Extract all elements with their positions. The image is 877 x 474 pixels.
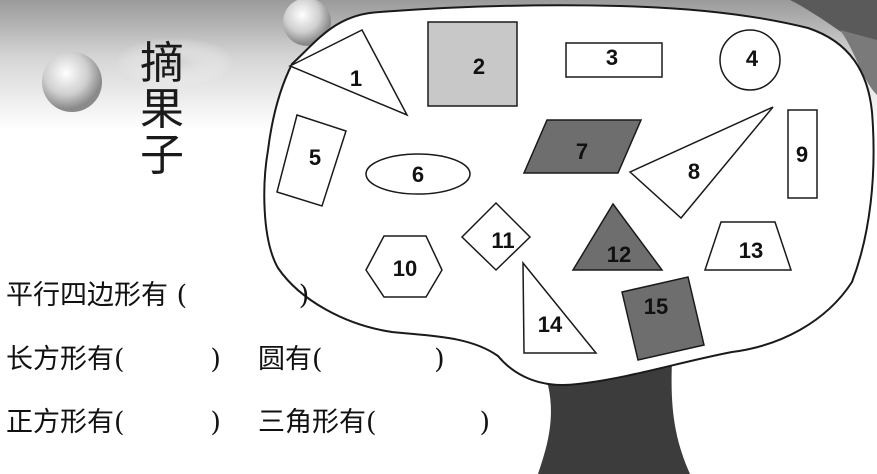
shape-14-number: 14 bbox=[538, 312, 563, 337]
shape-4-circle[interactable] bbox=[719, 29, 781, 91]
shape-9-rectangle[interactable] bbox=[787, 109, 818, 199]
shape-2-number: 2 bbox=[473, 54, 485, 79]
shape-14-triangle[interactable] bbox=[522, 260, 598, 354]
shape-8-triangle[interactable] bbox=[628, 106, 774, 220]
shape-3-rectangle[interactable] bbox=[565, 42, 663, 78]
tree-trunk bbox=[538, 362, 690, 474]
question-rectangle: 长方形有( ) bbox=[6, 344, 221, 375]
shape-10-number: 10 bbox=[393, 256, 417, 281]
question-parallelogram: 平行四边形有 ( ) bbox=[6, 280, 310, 311]
shape-11-number: 11 bbox=[491, 228, 514, 253]
shape-6-ellipse[interactable] bbox=[365, 153, 471, 195]
title-glow bbox=[115, 37, 235, 87]
shape-10-hexagon[interactable] bbox=[365, 235, 443, 298]
shape-11-diamond[interactable] bbox=[460, 201, 532, 272]
question-square: 正方形有( ) bbox=[6, 407, 221, 438]
shape-8-number: 8 bbox=[688, 159, 700, 184]
shape-1-triangle[interactable] bbox=[288, 29, 409, 117]
shape-12-triangle[interactable] bbox=[571, 202, 664, 271]
shape-4-number: 4 bbox=[746, 46, 759, 71]
title-char-3: 子 bbox=[140, 130, 184, 181]
shape-6-number: 6 bbox=[412, 162, 424, 187]
shape-9-number: 9 bbox=[796, 142, 808, 167]
shape-1-number: 1 bbox=[350, 66, 362, 91]
question-circle: 圆有( ) bbox=[258, 344, 445, 375]
shape-13-trapezoid[interactable] bbox=[703, 221, 793, 271]
shape-3-number: 3 bbox=[606, 45, 618, 70]
shape-2-square[interactable] bbox=[427, 21, 518, 107]
title-char-1: 摘 bbox=[140, 38, 184, 89]
title-char-2: 果 bbox=[140, 84, 184, 135]
question-triangle: 三角形有( ) bbox=[258, 407, 491, 438]
shape-13-number: 13 bbox=[739, 238, 763, 263]
shape-15-square[interactable] bbox=[621, 276, 705, 361]
bubble-decoration bbox=[42, 52, 102, 112]
shape-5-rectangle[interactable] bbox=[276, 114, 347, 207]
shape-15-number: 15 bbox=[644, 294, 668, 319]
shape-12-number: 12 bbox=[607, 242, 631, 267]
bubble-decoration bbox=[283, 0, 331, 46]
shape-7-number: 7 bbox=[576, 139, 588, 164]
shape-7-parallelogram[interactable] bbox=[522, 119, 643, 174]
shape-5-number: 5 bbox=[309, 145, 321, 170]
leaves-decoration bbox=[840, 30, 877, 95]
